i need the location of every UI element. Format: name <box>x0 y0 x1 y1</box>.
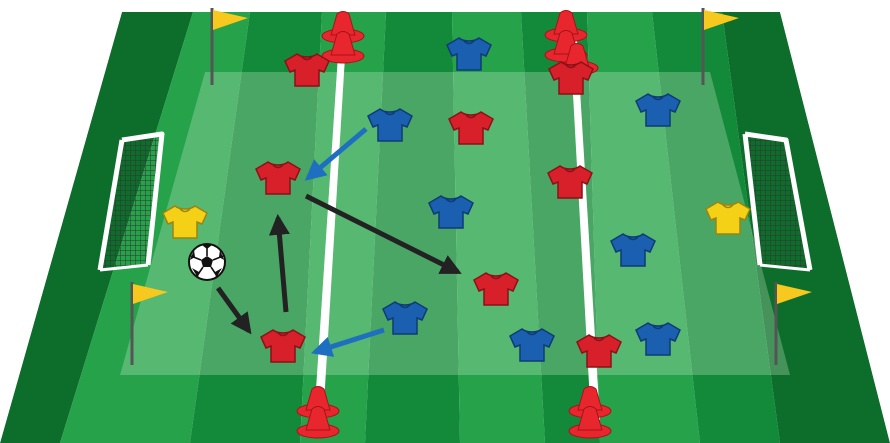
corner-flags <box>130 8 812 365</box>
blue-player-shirt-icon <box>446 37 492 71</box>
corner-flag-icon <box>774 282 812 365</box>
goal-frame <box>742 131 813 271</box>
red-player-shirt-icon <box>448 111 494 145</box>
red-player-shirt-icon <box>260 329 306 363</box>
soccer-ball-icon <box>188 243 226 281</box>
goal-net-icon <box>745 134 810 270</box>
run-arrow <box>310 327 385 357</box>
corner-flag-icon <box>130 282 168 365</box>
blue-player-shirt-icon <box>382 301 428 335</box>
pitch-stripe <box>60 12 250 443</box>
red-player-shirt-icon <box>284 53 330 87</box>
goal-base <box>99 263 149 272</box>
goal-base <box>759 263 811 272</box>
corner-flag-icon <box>210 8 248 85</box>
blue-player-shirt-icon <box>428 195 474 229</box>
goal-frame <box>97 131 165 271</box>
blue-player-shirt-icon <box>509 328 555 362</box>
left-channel-line <box>314 40 346 420</box>
yellow-player-shirt-icon <box>705 201 751 235</box>
channel-lines <box>314 40 600 420</box>
pitch-stripe <box>0 12 193 443</box>
run-arrow <box>304 127 368 181</box>
pass-arrow <box>304 193 462 275</box>
red-player-shirt-icon <box>473 272 519 306</box>
pass-arrow <box>268 213 290 313</box>
blue-player-shirt-icon <box>610 233 656 267</box>
blue-player-shirt-icon <box>635 322 681 356</box>
pitch-stripe <box>722 12 890 443</box>
red-player-shirt-icon <box>255 161 301 195</box>
movement-arrows <box>215 127 462 357</box>
yellow-player-shirt-icon <box>162 205 208 239</box>
blue-player-shirt-icon <box>367 108 413 142</box>
goal-net-icon <box>100 134 162 270</box>
red-player-shirt-icon <box>548 61 594 95</box>
left-goal <box>97 131 165 272</box>
red-player-shirt-icon <box>547 165 593 199</box>
blue-player-shirt-icon <box>635 93 681 127</box>
players <box>162 37 751 368</box>
pass-arrow <box>215 286 252 335</box>
right-goal <box>742 131 813 272</box>
red-player-shirt-icon <box>576 334 622 368</box>
corner-flag-icon <box>701 8 739 85</box>
right-channel-line <box>570 40 600 420</box>
